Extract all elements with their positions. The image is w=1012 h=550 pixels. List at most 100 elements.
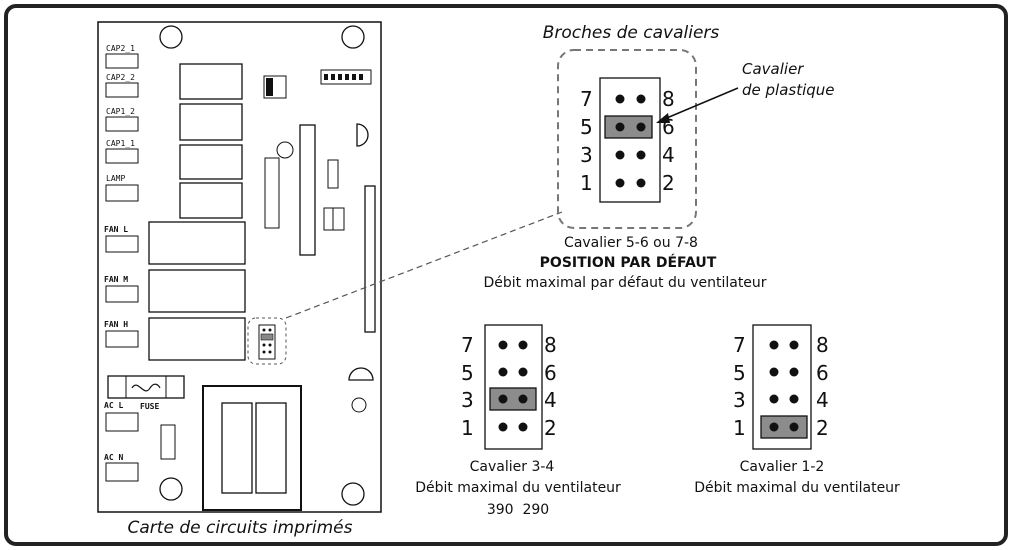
jumper-34-pin-1: 1	[461, 416, 474, 440]
label-fan-m: FAN M	[104, 275, 128, 284]
mounting-hole-tr	[341, 25, 365, 49]
jumper-12-pins	[769, 340, 799, 432]
connector-cap1-2	[105, 116, 139, 132]
component-d-shape	[356, 123, 369, 147]
label-fuse: FUSE	[140, 402, 159, 411]
transformer	[202, 385, 302, 511]
jumper-12-caption-line2: Débit maximal du ventilateur	[694, 480, 900, 496]
jumper-12-pin-6: 6	[816, 361, 829, 385]
relay-fan-m	[148, 269, 246, 313]
component-double-box	[323, 207, 345, 231]
default-jumper-block	[599, 77, 661, 203]
connector-cap2-1	[105, 53, 139, 69]
callout-arrow-line	[661, 87, 739, 121]
label-cap1-2: CAP1_2	[106, 107, 135, 116]
connector-fan-h	[105, 330, 139, 348]
pin-label-3: 3	[580, 143, 593, 167]
jumper-12-pin-5: 5	[733, 361, 746, 385]
connector-fan-m	[105, 285, 139, 303]
jumper-12-pin-1: 1	[733, 416, 746, 440]
pcb-jumper-highlight	[247, 317, 287, 365]
label-cap2-2: CAP2_2	[106, 73, 135, 82]
jumper-34-pin-2: 2	[544, 416, 557, 440]
component-small-rect	[160, 424, 176, 460]
connector-lamp	[105, 184, 139, 202]
zoom-highlight-frame	[557, 49, 697, 229]
mounting-hole-tl	[159, 25, 183, 49]
header-pins	[324, 74, 363, 80]
label-cap1-1: CAP1_1	[106, 139, 135, 148]
pcb-caption: Carte de circuits imprimés	[128, 518, 353, 538]
component-vertical-bar	[264, 157, 280, 229]
header-connector	[320, 69, 372, 85]
jumper-pins-title: Broches de cavaliers	[543, 23, 720, 43]
component-tall-strip	[299, 124, 316, 256]
callout-label-line2: de plastique	[742, 81, 835, 99]
component-half-circle	[348, 367, 374, 381]
jumper-34-block	[484, 324, 543, 450]
jumper-34-caption-line2: Débit maximal du ventilateur	[415, 480, 621, 496]
jumper-12-pin-3: 3	[733, 388, 746, 412]
connector-cap1-1	[105, 148, 139, 164]
connector-fan-l	[105, 235, 139, 253]
pin-label-1: 1	[580, 171, 593, 195]
relay-fan-h	[148, 317, 246, 361]
relay-1	[179, 63, 243, 100]
label-cap2-1: CAP2_1	[106, 44, 135, 53]
jumper-12-pin-7: 7	[733, 333, 746, 357]
jumper-34-pin-7: 7	[461, 333, 474, 357]
connector-ac-n	[105, 462, 139, 482]
pin-label-8: 8	[662, 87, 675, 111]
jumper-12-pin-4: 4	[816, 388, 829, 412]
callout-arrow-head	[656, 113, 670, 123]
jumper-12-pin-2: 2	[816, 416, 829, 440]
jumper-12-caption-line1: Cavalier 1-2	[740, 459, 825, 475]
pin-label-5: 5	[580, 115, 593, 139]
component-right-strip	[364, 185, 376, 333]
jumper-12-pin-8: 8	[816, 333, 829, 357]
transformer-coil-left	[221, 402, 253, 494]
pin-label-4: 4	[662, 143, 675, 167]
transformer-coil-right	[255, 402, 287, 494]
pin-label-7: 7	[580, 87, 593, 111]
pcb-jumper-pins	[260, 328, 274, 354]
connector-cap2-2	[105, 82, 139, 98]
jumper-34-pin-5: 5	[461, 361, 474, 385]
mounting-hole-bl	[159, 477, 183, 501]
jumper-34-pin-6: 6	[544, 361, 557, 385]
component-square	[263, 75, 287, 99]
pcb-outline	[97, 21, 382, 513]
mounting-hole-br	[341, 482, 365, 506]
pin-label-2: 2	[662, 171, 675, 195]
relay-4	[179, 182, 243, 219]
relay-fan-l	[148, 221, 246, 265]
jumper-34-pins	[498, 340, 528, 432]
component-square-mark	[266, 78, 273, 96]
label-ac-n: AC N	[104, 453, 123, 462]
fuse-holder	[107, 375, 185, 399]
component-small-bar	[327, 159, 339, 189]
pcb-jumper-block	[258, 324, 276, 360]
jumper-34-pin-3: 3	[461, 388, 474, 412]
component-circle	[276, 141, 294, 159]
callout-label-line1: Cavalier	[742, 60, 804, 78]
label-ac-l: AC L	[104, 401, 123, 410]
relay-3	[179, 144, 243, 180]
jumper-34-plastic	[489, 387, 537, 411]
relay-2	[179, 103, 243, 141]
default-caption-line3: Débit maximal par défaut du ventilateur	[483, 275, 766, 291]
component-small-circle	[351, 397, 367, 413]
label-lamp: LAMP	[106, 174, 125, 183]
default-plastic-jumper	[604, 115, 653, 139]
jumper-34-caption-line3: 390 290	[487, 502, 549, 518]
connector-ac-l	[105, 412, 139, 432]
label-fan-h: FAN H	[104, 320, 128, 329]
default-jumper-pins	[615, 94, 646, 188]
jumper-34-caption-line1: Cavalier 3-4	[470, 459, 555, 475]
label-fan-l: FAN L	[104, 225, 128, 234]
jumper-34-pin-8: 8	[544, 333, 557, 357]
default-caption-line2: POSITION PAR DÉFAUT	[540, 254, 717, 271]
jumper-34-pin-4: 4	[544, 388, 557, 412]
fuse-icon	[131, 383, 161, 392]
